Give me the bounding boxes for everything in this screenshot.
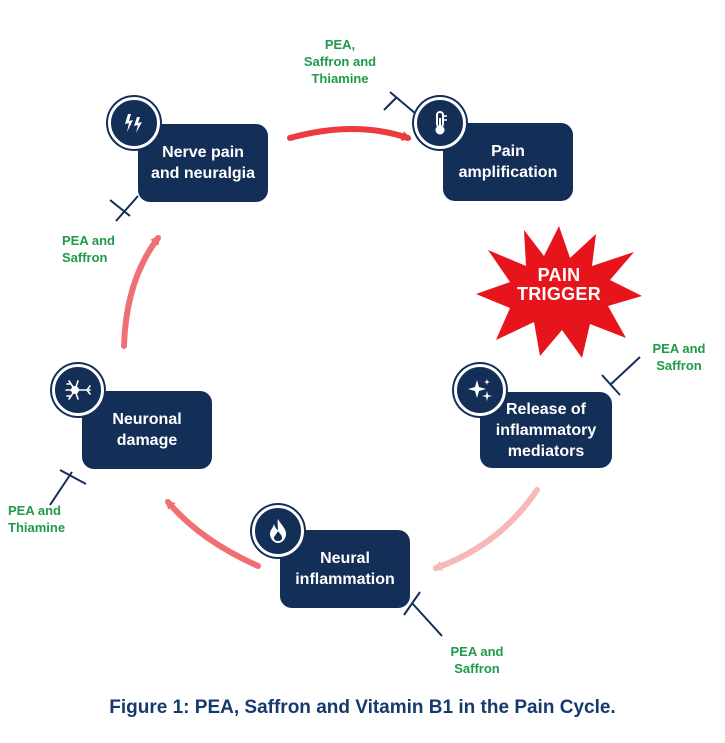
node-neuronal-damage: Neuronal damage bbox=[82, 391, 212, 469]
node-pain-amplification: Pain amplification bbox=[443, 123, 573, 201]
inhibitor-bar-lower-left bbox=[49, 469, 87, 506]
arrow-mediators-to-inflammation bbox=[432, 487, 540, 571]
thermometer-icon bbox=[414, 97, 466, 149]
node-release-mediators: Release of inflammatory mediators bbox=[480, 392, 612, 468]
node-neural-inflammation: Neural inflammation bbox=[280, 530, 410, 608]
node-pain-amplification-label: Pain amplification bbox=[458, 143, 558, 181]
arrow-damage-to-nerve bbox=[121, 234, 161, 349]
node-neuronal-damage-label: Neuronal damage bbox=[112, 411, 182, 449]
inhibitor-label-upper-left: PEA and Saffron bbox=[62, 233, 115, 265]
inhibitor-bar-bottom bbox=[403, 591, 443, 637]
inhibitor-label-bottom: PEA and Saffron bbox=[450, 644, 504, 676]
neuron-icon bbox=[52, 364, 104, 416]
pain-trigger-burst bbox=[476, 226, 642, 358]
node-neural-inflammation-label: Neural inflammation bbox=[295, 550, 395, 588]
arrow-inflammation-to-damage bbox=[165, 498, 261, 569]
sparkles-icon bbox=[454, 364, 506, 416]
pain-trigger-label: PAIN TRIGGER bbox=[516, 265, 602, 304]
inhibitor-label-lower-left: PEA and Thiamine bbox=[8, 503, 66, 535]
node-nerve-pain: Nerve pain and neuralgia bbox=[138, 124, 268, 202]
node-nerve-pain-label: Nerve pain and neuralgia bbox=[150, 144, 256, 182]
flame-icon bbox=[252, 505, 304, 557]
lightning-icon bbox=[108, 97, 160, 149]
figure-caption: Figure 1: PEA, Saffron and Vitamin B1 in… bbox=[109, 697, 616, 718]
inhibitor-label-top: PEA, Saffron and Thiamine bbox=[303, 37, 377, 86]
inhibitor-bar-right bbox=[601, 356, 641, 396]
inhibitor-bar-upper-left bbox=[109, 195, 139, 222]
inhibitor-label-right: PEA and Saffron bbox=[652, 341, 706, 373]
arrow-nerve-to-amplification bbox=[287, 126, 412, 141]
inhibitor-bar-top bbox=[383, 91, 417, 115]
node-release-mediators-label: Release of inflammatory mediators bbox=[495, 400, 597, 460]
